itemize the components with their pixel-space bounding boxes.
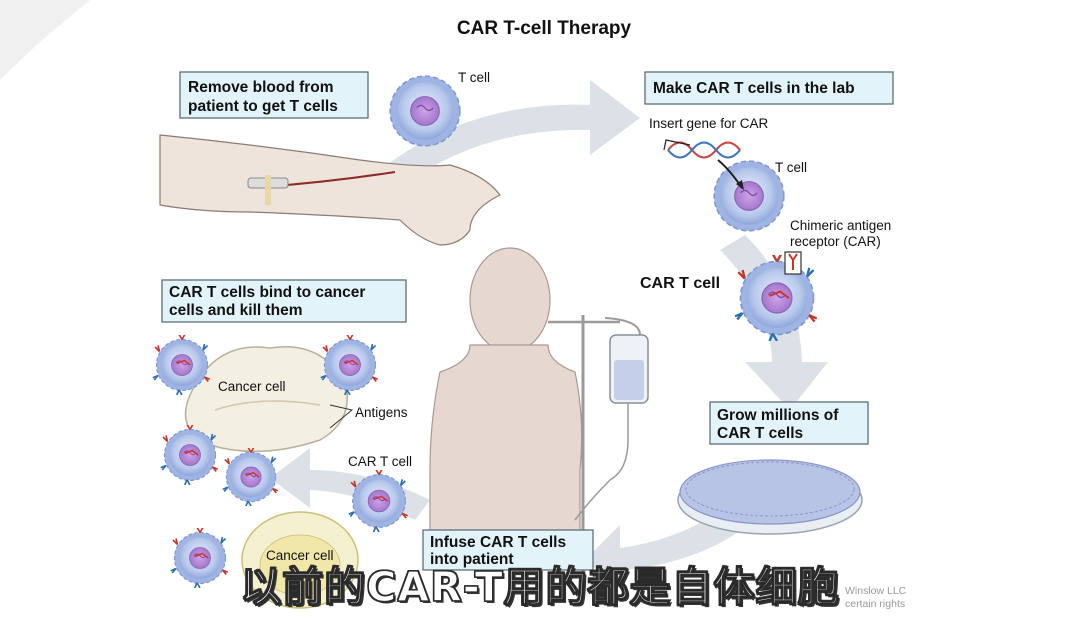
grow-line1: Grow millions of — [717, 407, 839, 424]
remove-blood-line2: patient to get T cells — [188, 98, 338, 115]
infuse-line1: Infuse CAR T cells — [430, 534, 566, 551]
insert-gene-label: Insert gene for CAR — [649, 116, 769, 131]
cancer-cell-bottom-label: Cancer cell — [266, 548, 334, 563]
car-t-cell-right-label: CAR T cell — [640, 275, 720, 292]
patient-arm — [159, 134, 501, 246]
iv-stand — [548, 315, 649, 600]
arrow-arm-to-lab — [380, 80, 640, 185]
chimeric-line1: Chimeric antigen — [790, 218, 891, 233]
step-box-grow: Grow millions of CAR T cells — [709, 401, 869, 445]
step-box-remove-blood: Remove blood from patient to get T cells — [179, 71, 369, 119]
chimeric-line2: receptor (CAR) — [790, 234, 881, 249]
step-box-infuse: Infuse CAR T cells into patient — [422, 529, 594, 571]
cancer-cell-top-label: Cancer cell — [218, 379, 286, 394]
petri-dish — [677, 459, 863, 535]
page-title: CAR T-cell Therapy — [457, 18, 632, 39]
credit-line2: certain rights — [845, 598, 905, 610]
car-receptor-icon — [788, 253, 798, 270]
step-box-bind-kill: CAR T cells bind to cancer cells and kil… — [161, 279, 407, 323]
car-t-cell-left-label: CAR T cell — [348, 454, 412, 469]
patient-silhouette — [429, 247, 583, 561]
antigens-pointer — [329, 404, 354, 429]
step-box-make-car: Make CAR T cells in the lab — [644, 71, 894, 105]
make-car-label: Make CAR T cells in the lab — [653, 80, 855, 97]
bind-kill-line1: CAR T cells bind to cancer — [169, 284, 365, 301]
infuse-line2: into patient — [430, 551, 514, 568]
car-t-cell-4 — [223, 447, 278, 506]
cancer-cell-top — [184, 346, 348, 453]
t-cell-lab-label: T cell — [775, 160, 807, 175]
grow-line2: CAR T cells — [717, 425, 803, 442]
bind-kill-line2: cells and kill them — [169, 302, 303, 319]
arrow-dish-to-patient — [585, 505, 748, 592]
t-cell-top-label: T cell — [458, 70, 490, 85]
car-t-cell-6 — [171, 527, 228, 588]
dna-helix-icon — [667, 141, 741, 159]
cancer-cell-bottom — [241, 511, 359, 609]
remove-blood-line1: Remove blood from — [188, 79, 334, 96]
antigens-label: Antigens — [355, 405, 408, 420]
insert-arrow-head — [736, 180, 744, 190]
t-cell-lab — [713, 160, 785, 232]
car-gene-bracket — [663, 139, 691, 151]
corner-shade — [0, 0, 90, 80]
t-cell-top — [389, 75, 461, 147]
credit-line1: Winslow LLC — [845, 585, 907, 597]
